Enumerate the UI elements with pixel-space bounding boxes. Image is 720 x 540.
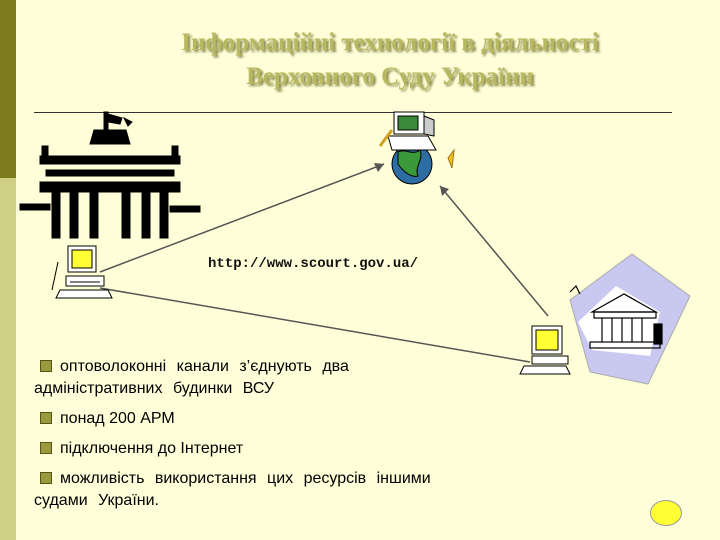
link-globe-to-right xyxy=(439,185,549,317)
right-computer-icon xyxy=(519,325,571,375)
arrow-head-globe xyxy=(374,163,384,172)
bullet-item-4: можливість використання цих ресурсів інш… xyxy=(34,468,474,512)
bullet-item-3: підключення до Інтернет xyxy=(34,438,474,460)
nav-ellipse-button[interactable] xyxy=(650,500,682,526)
bullet-item-2: понад 200 АРМ xyxy=(34,408,474,430)
arrow-head-right xyxy=(440,186,449,196)
bullet-text: оптоволоконні канали з’єднують два адмін… xyxy=(34,358,349,397)
court-building-icon xyxy=(569,253,691,385)
bullet-square-icon xyxy=(40,360,52,372)
bullet-square-icon xyxy=(40,472,52,484)
slide-title: Інформаційні технології в діяльності Вер… xyxy=(120,26,660,94)
bullet-text: підключення до Інтернет xyxy=(60,440,244,457)
bullet-list: оптоволоконні канали з’єднують два адмін… xyxy=(34,356,474,520)
left-computer-icon xyxy=(51,245,113,299)
bullet-text: можливість використання цих ресурсів інш… xyxy=(34,470,431,509)
website-url[interactable]: http://www.scourt.gov.ua/ xyxy=(208,256,419,272)
side-bar-light xyxy=(0,178,16,540)
gate-building-icon xyxy=(19,111,201,239)
slide-side-bar xyxy=(0,0,16,540)
bullet-square-icon xyxy=(40,442,52,454)
bullet-square-icon xyxy=(40,412,52,424)
title-line-2: Верховного Суду України xyxy=(246,63,534,90)
bullet-item-1: оптоволоконні канали з’єднують два адмін… xyxy=(34,356,474,400)
link-left-to-globe xyxy=(99,163,385,273)
title-divider xyxy=(34,112,672,113)
bullet-text: понад 200 АРМ xyxy=(60,410,175,427)
side-bar-dark xyxy=(0,0,16,178)
link-left-to-right xyxy=(99,287,531,363)
globe-computer-icon xyxy=(378,111,455,185)
title-line-1: Інформаційні технології в діяльності xyxy=(181,29,599,56)
